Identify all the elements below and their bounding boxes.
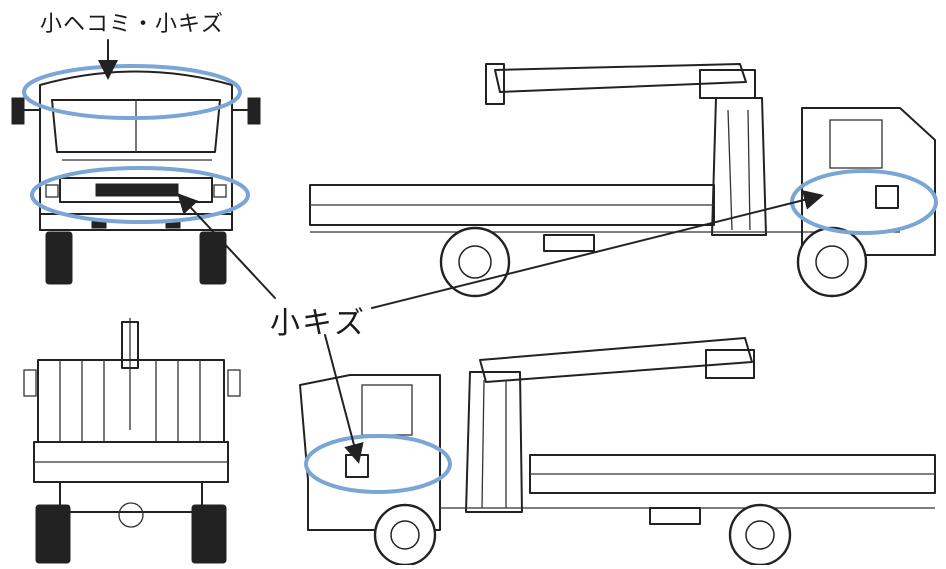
highlight-front-grille	[30, 166, 250, 224]
truck-side-view-right	[309, 63, 936, 298]
truck-rear-view	[23, 318, 241, 564]
arrow-to-left-door	[324, 334, 364, 464]
arrow-to-right-door	[371, 190, 824, 309]
highlight-left-door	[304, 434, 452, 494]
truck-front-view	[11, 70, 261, 285]
label-small-scratch: 小キズ	[270, 306, 366, 341]
highlight-roof	[22, 64, 242, 120]
label-small-dent-small-scratch: 小ヘコミ・小キズ	[40, 12, 225, 37]
arrow-to-front-grille	[177, 193, 276, 299]
highlight-right-door	[790, 169, 938, 235]
truck-side-view-left	[299, 337, 936, 567]
